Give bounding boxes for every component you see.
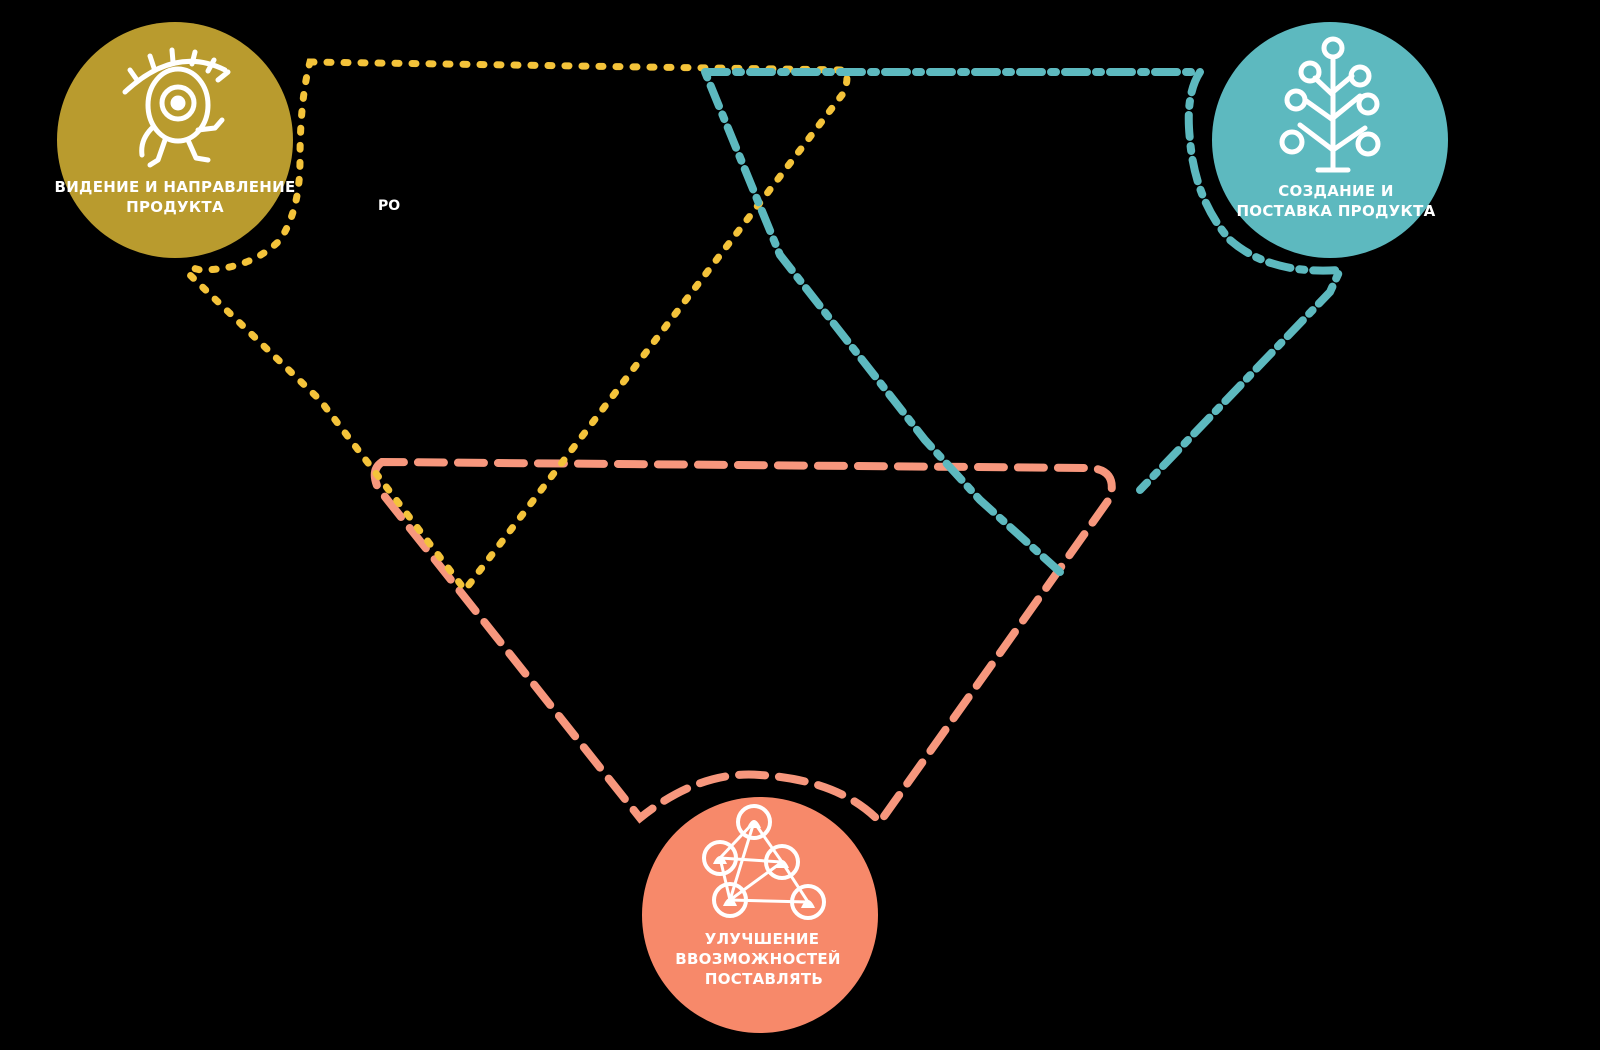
improve-node: УЛУЧШЕНИЕ ВВОЗМОЖНОСТЕЙ ПОСТАВЛЯТЬ [642, 797, 878, 1033]
improve-label-line2: ВВОЗМОЖНОСТЕЙ [675, 949, 841, 968]
delivery-label-line2: ПОСТАВКА ПРОДУКТА [1236, 202, 1435, 220]
delivery-circle [1212, 22, 1448, 258]
eye-walker-icon [122, 47, 231, 168]
improve-label-line3: ПОСТАВЛЯТЬ [705, 970, 823, 988]
vision-node: ВИДЕНИЕ И НАПРАВЛЕНИЕ ПРОДУКТА [54, 22, 295, 258]
delivery-label-line1: СОЗДАНИЕ И [1278, 182, 1394, 200]
vision-area-outline [185, 58, 851, 596]
people-network-icon [702, 804, 826, 920]
delivery-area-outline [701, 68, 1347, 576]
improve-area-outline [370, 457, 1116, 829]
apple-tree-icon [1279, 36, 1381, 173]
improve-label-line1: УЛУЧШЕНИЕ [705, 930, 820, 948]
vision-label-line1: ВИДЕНИЕ И НАПРАВЛЕНИЕ [54, 178, 295, 196]
vision-label-line2: ПРОДУКТА [126, 198, 224, 216]
delivery-node: СОЗДАНИЕ И ПОСТАВКА ПРОДУКТА [1212, 22, 1448, 258]
improve-circle [642, 797, 878, 1033]
vision-fragment-text: PO [378, 198, 400, 214]
